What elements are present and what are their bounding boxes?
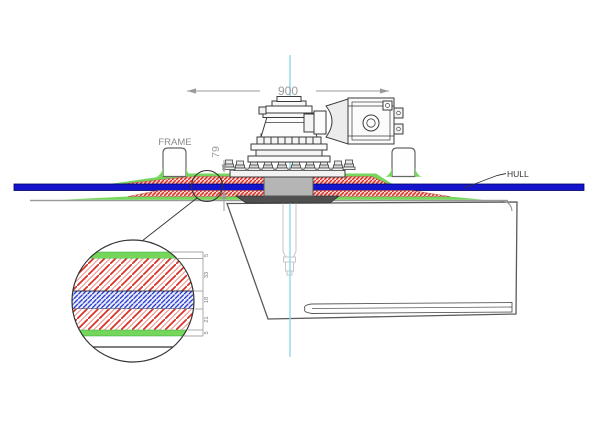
layer-label-0: 5 [204, 254, 210, 257]
hydraulic-motor [303, 97, 404, 145]
layer-label-3: 21 [204, 316, 210, 322]
backing-plate [234, 195, 341, 204]
layer-gelcoat-bottom [72, 329, 194, 337]
detail-layer-labels: 5 33 18 21 5 [204, 254, 210, 335]
bell-housing [325, 98, 349, 145]
frame-left [162, 147, 187, 178]
coupling [303, 113, 315, 133]
layer-gelcoat-top [72, 251, 194, 259]
layer-label-2: 18 [204, 297, 210, 303]
frame-label: FRAME [158, 137, 191, 148]
detail-view-circle: 5 33 18 21 5 [71, 239, 210, 363]
keel-outline [226, 201, 518, 320]
dim-width-text: 900 [278, 84, 298, 98]
hull-leader-line [463, 173, 507, 189]
through-hull-block [263, 175, 314, 197]
fairing-fillets [156, 168, 422, 177]
layer-label-4: 5 [204, 331, 210, 334]
layer-outer-skin [72, 258, 194, 291]
arrow-left [187, 88, 196, 94]
pedestal [222, 96, 356, 178]
layer-inner-skin [72, 309, 194, 330]
dimension-900: 900 [187, 84, 389, 98]
hull-callout: HULL [463, 169, 529, 189]
detail-marker-circle [190, 169, 224, 203]
mounting-flange [229, 169, 346, 178]
frame-right [391, 147, 416, 178]
detail-leader-line [141, 197, 198, 242]
layer-label-1: 33 [204, 272, 210, 278]
frames [162, 147, 416, 178]
arrow-right [380, 88, 389, 94]
layer-core [72, 290, 194, 310]
dim-thickness-text: 79 [210, 146, 222, 158]
hull-label: HULL [507, 169, 529, 179]
dimension-79: 79 [210, 146, 227, 211]
detail-extension-lines [171, 251, 204, 337]
